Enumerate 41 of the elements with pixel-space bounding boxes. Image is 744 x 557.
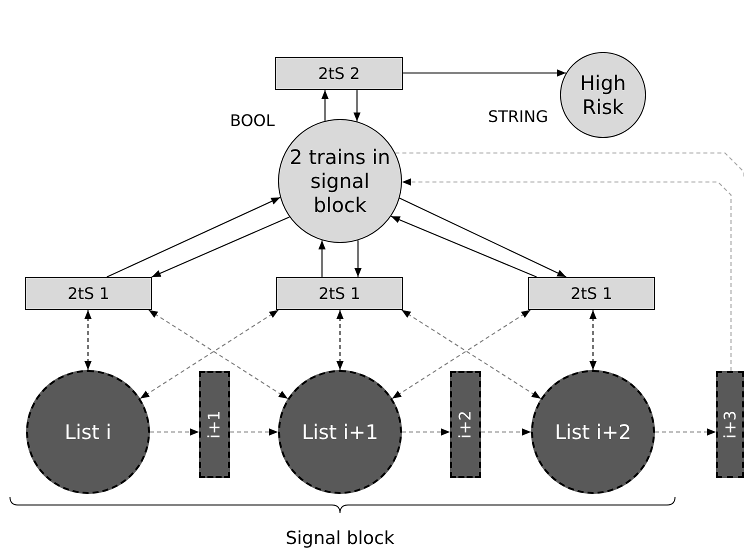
node-label: 2 trains in signal block [289, 145, 391, 217]
type-label: BOOL [230, 111, 275, 130]
process-box [528, 277, 655, 310]
list-separator-block [450, 371, 481, 478]
process-box [276, 277, 403, 310]
node-label: 2tS 2 [318, 64, 360, 84]
process-box [25, 277, 152, 310]
node-label: List i [64, 420, 112, 444]
node-label: 2tS 1 [570, 284, 612, 304]
arrow [321, 90, 329, 121]
arrow [403, 69, 566, 77]
arrow [106, 196, 280, 278]
type-label: STRING [488, 107, 548, 126]
node-label: i+2 [456, 410, 476, 439]
arrow [152, 216, 290, 278]
brace-label: Signal block [286, 528, 394, 549]
arrow [481, 428, 531, 436]
arrow [390, 216, 537, 278]
arrow [589, 310, 597, 370]
node-label: i+3 [720, 410, 740, 439]
node-label: 2tS 1 [318, 284, 360, 304]
list-separator-block [716, 371, 744, 478]
node-label: List i+2 [554, 420, 632, 444]
arrow [353, 90, 361, 122]
process-box [275, 57, 403, 90]
node-label: High Risk [579, 71, 627, 119]
arrow [402, 428, 450, 436]
arrow [336, 310, 344, 370]
connector-line [395, 152, 744, 178]
node-label: List i+1 [302, 420, 378, 444]
arrow [655, 428, 716, 436]
arrow [354, 240, 362, 277]
arrow [150, 428, 199, 436]
node-label: i+1 [204, 410, 224, 439]
arrow [230, 428, 278, 436]
arrow [402, 178, 732, 371]
list-separator-block [199, 371, 230, 478]
arrow [318, 240, 326, 277]
arrow [399, 198, 566, 278]
node-label: 2tS 1 [68, 284, 110, 304]
arrow [84, 310, 92, 370]
